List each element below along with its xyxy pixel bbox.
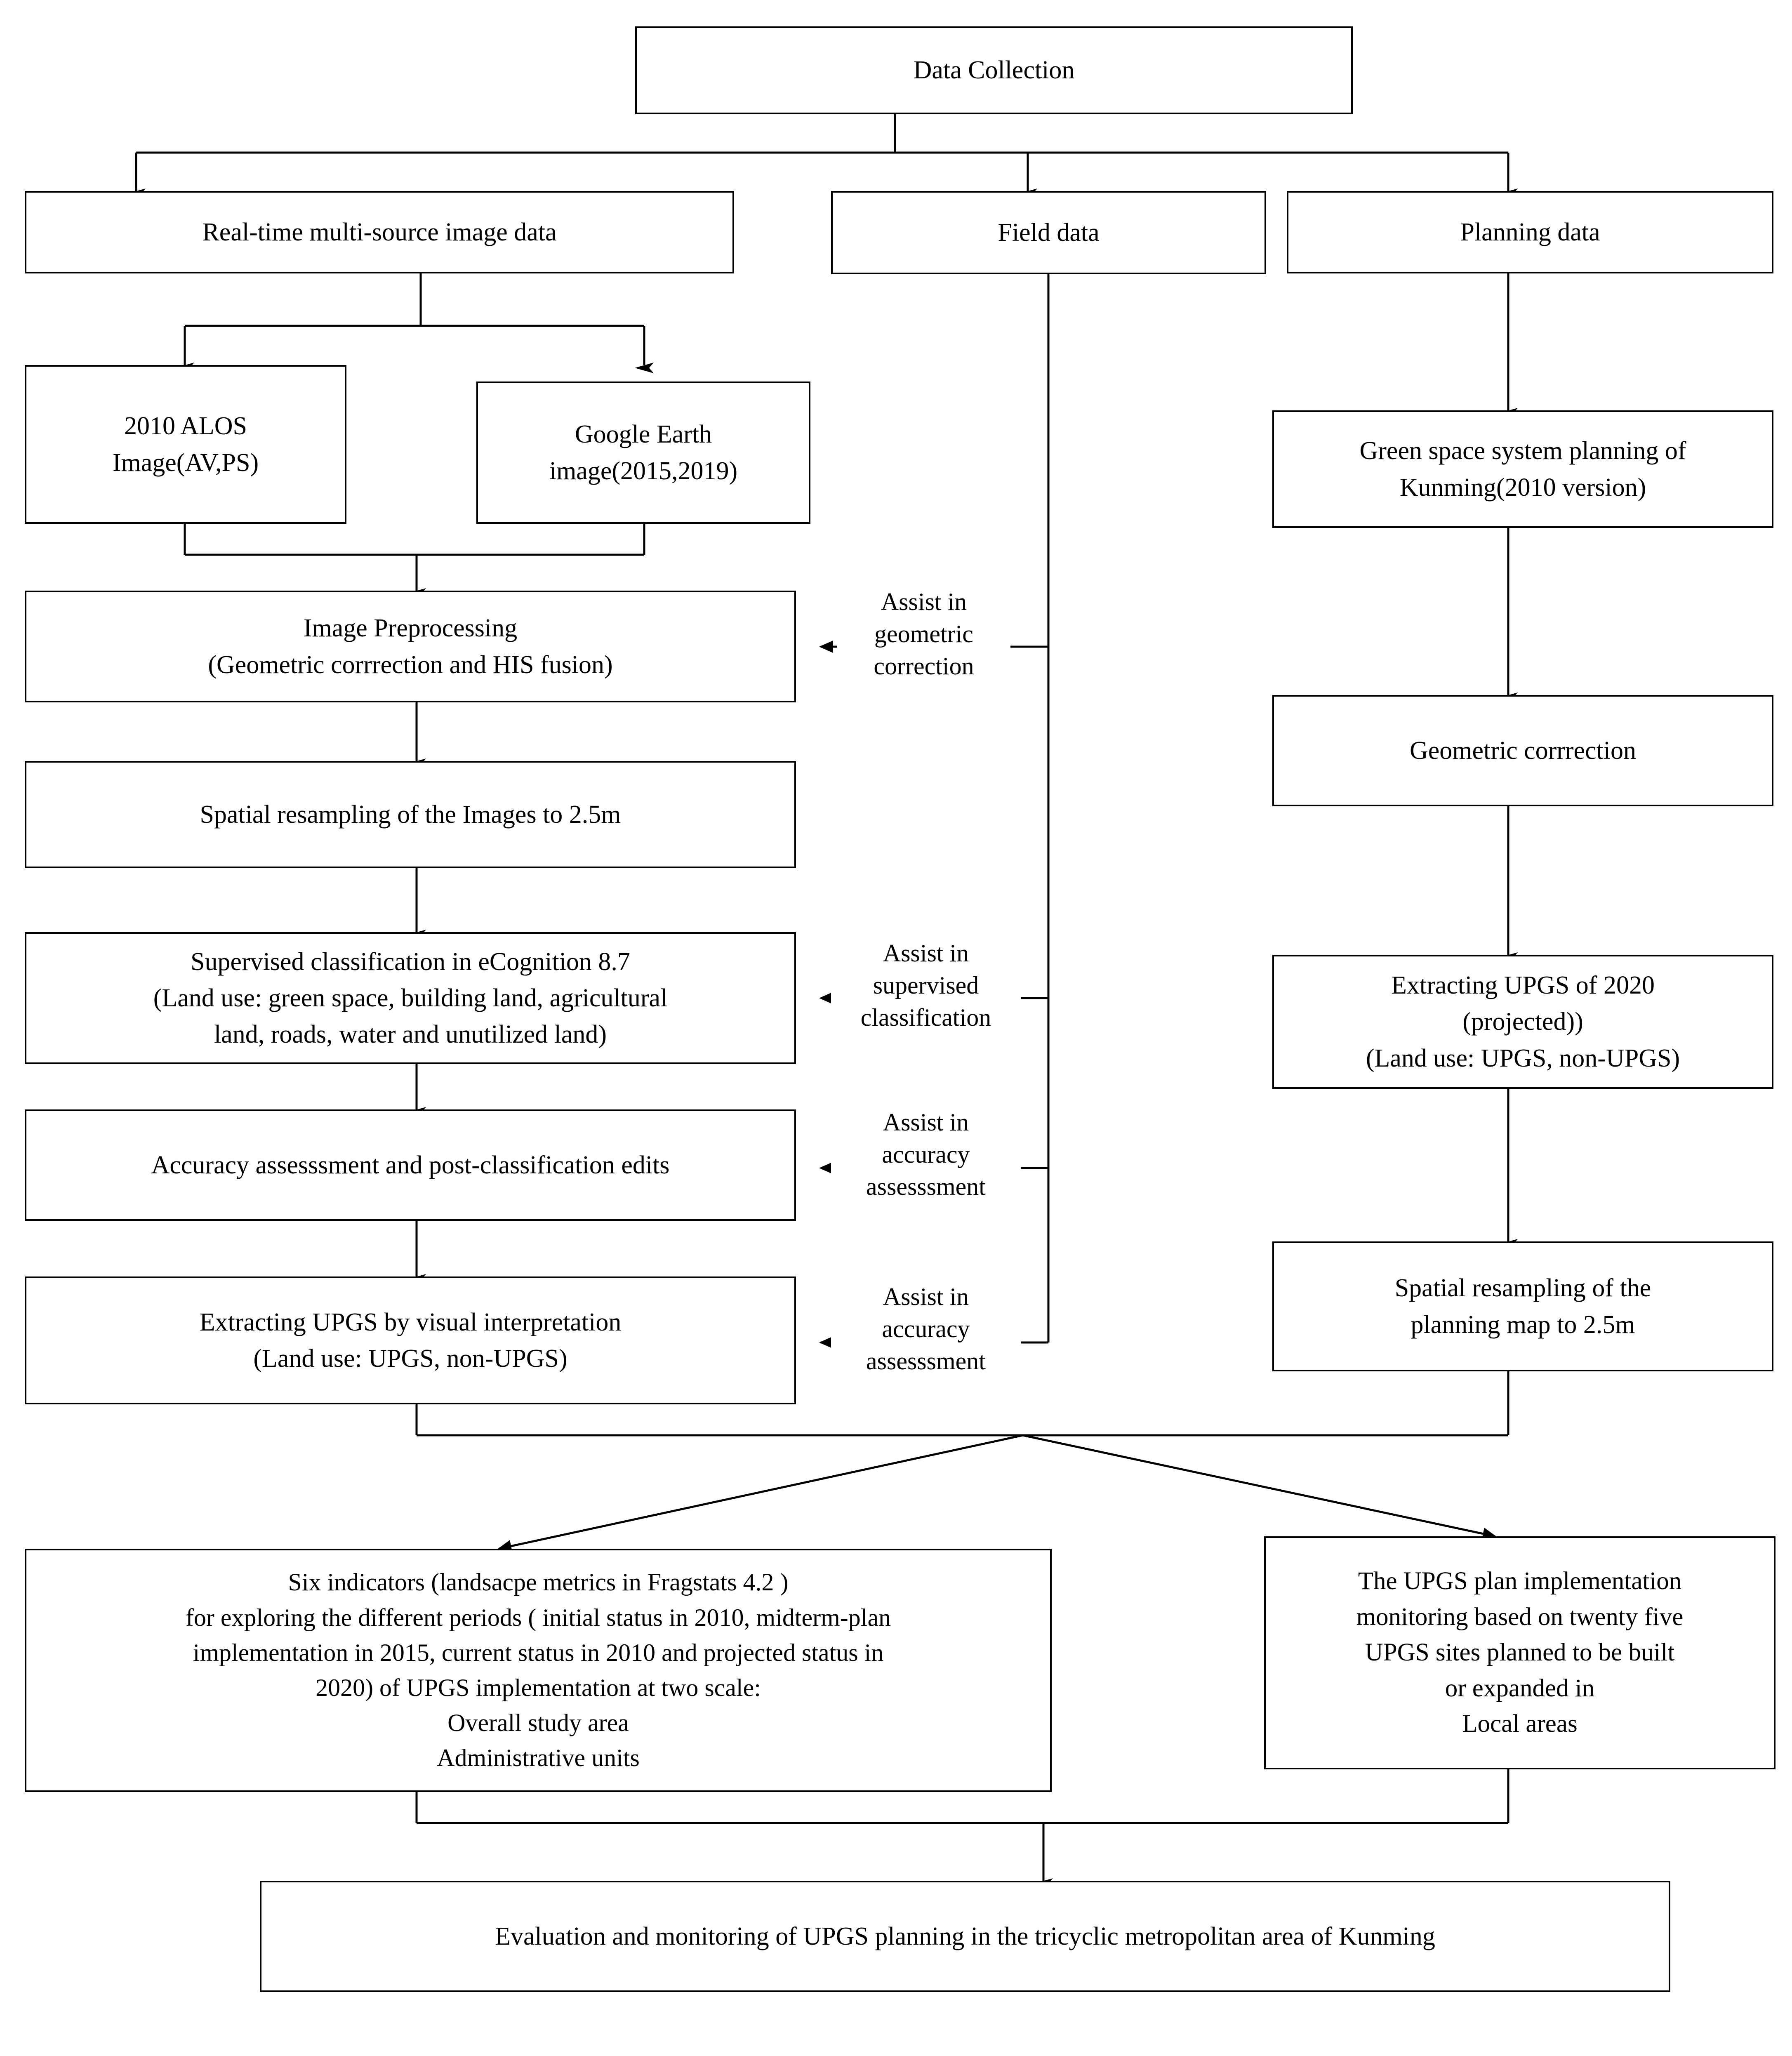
node-data-collection[interactable]: Data Collection	[635, 26, 1353, 114]
edge-label-assist-supervised: Assist in supervised classification	[831, 937, 1021, 1034]
node-image-preprocessing[interactable]: Image Preprocessing (Geometric corrrecti…	[25, 591, 796, 702]
node-google-earth-image[interactable]: Google Earth image(2015,2019)	[476, 382, 810, 524]
node-accuracy-assessment[interactable]: Accuracy assesssment and post-classifica…	[25, 1109, 796, 1221]
node-geometric-correction[interactable]: Geometric corrrection	[1272, 695, 1773, 806]
node-alos-image[interactable]: 2010 ALOS Image(AV,PS)	[25, 365, 346, 524]
node-spatial-resampling-planning-map[interactable]: Spatial resampling of the planning map t…	[1272, 1241, 1773, 1371]
node-green-space-planning[interactable]: Green space system planning of Kunming(2…	[1272, 410, 1773, 528]
edge-label-assist-geometric: Assist in geometric correction	[837, 586, 1010, 682]
node-extracting-upgs-visual[interactable]: Extracting UPGS by visual interpretation…	[25, 1276, 796, 1404]
node-final-output[interactable]: Evaluation and monitoring of UPGS planni…	[260, 1881, 1670, 1992]
node-planning-data[interactable]: Planning data	[1287, 191, 1773, 273]
edge-label-assist-accuracy-2: Assist in accuracy assesssment	[831, 1281, 1021, 1377]
node-supervised-classification[interactable]: Supervised classification in eCognition …	[25, 932, 796, 1064]
node-extracting-upgs-2020[interactable]: Extracting UPGS of 2020 (projected)) (La…	[1272, 955, 1773, 1089]
node-realtime-image-data[interactable]: Real-time multi-source image data	[25, 191, 734, 273]
node-upgs-monitoring[interactable]: The UPGS plan implementation monitoring …	[1264, 1536, 1776, 1769]
node-spatial-resampling-images[interactable]: Spatial resampling of the Images to 2.5m	[25, 761, 796, 868]
node-field-data[interactable]: Field data	[831, 191, 1266, 274]
node-six-indicators[interactable]: Six indicators (landsacpe metrics in Fra…	[25, 1549, 1052, 1792]
edge-label-assist-accuracy-1: Assist in accuracy assesssment	[831, 1106, 1021, 1203]
